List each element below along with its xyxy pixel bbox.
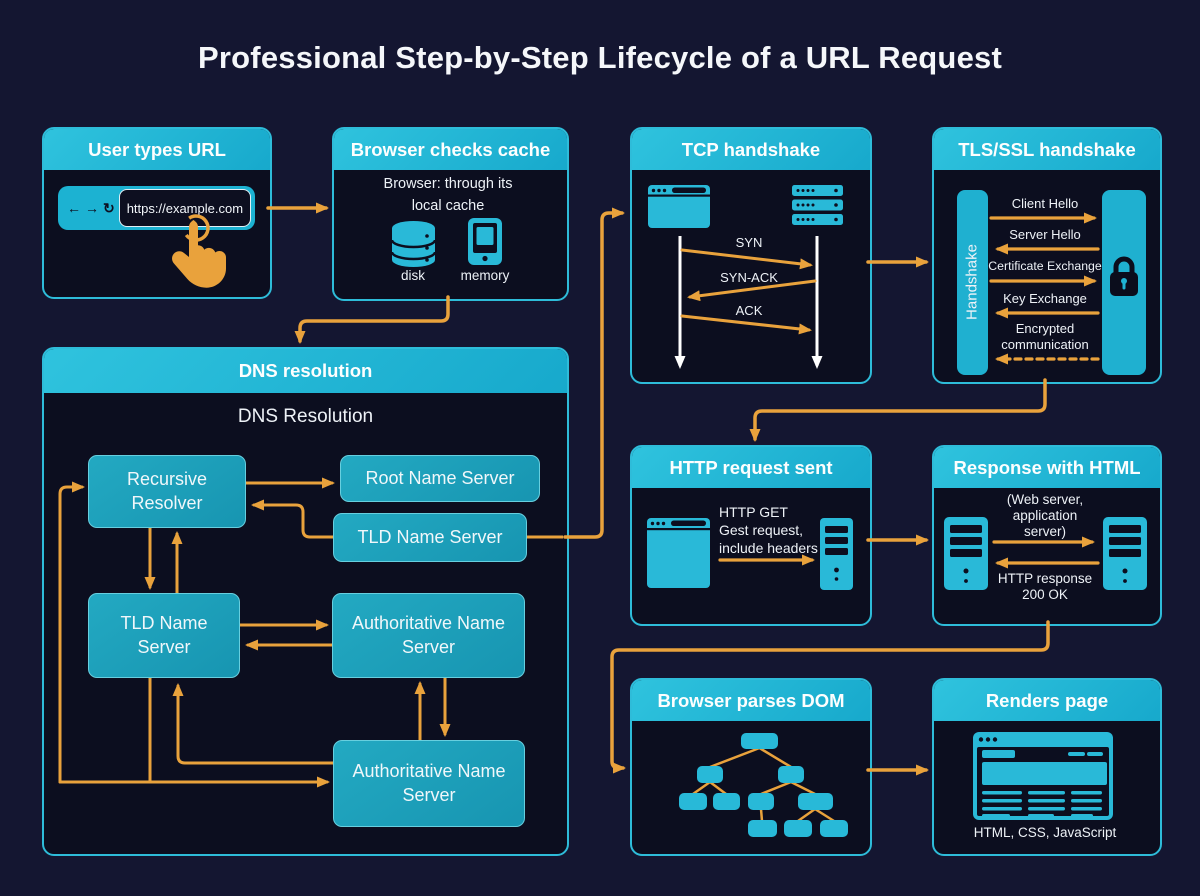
client-hello-label: Client Hello [1011, 196, 1079, 211]
http-get-line1: HTTP GET [719, 504, 788, 520]
server-handshake-bar [1102, 190, 1146, 375]
syn-ack-label: SYN-ACK [720, 270, 778, 285]
panel-header: HTTP request sent [632, 447, 870, 488]
key-exchange-label: Key Exchange [1003, 291, 1087, 306]
render-caption: HTML, CSS, JavaScript [973, 825, 1117, 840]
server-tower-icon-left [944, 517, 988, 590]
browser-window-icon [647, 518, 710, 588]
dom-tree-diagram [679, 733, 848, 837]
syn-arrow [680, 248, 813, 270]
panel-title: User types URL [88, 138, 226, 160]
panel-user-types-url: User types URL ← → ↻ https://example.com [42, 127, 272, 299]
certificate-exchange-label: Certificate Exchange [988, 259, 1102, 273]
panel-http-request-sent: HTTP request sent HTTP GET [630, 445, 872, 626]
panel-renders-page: Renders page HTML, CSS, JavaScript [932, 678, 1162, 856]
arrow-dns-to-tcp [563, 207, 625, 539]
dns-node-tld-name-server-left: TLD Name Server [88, 593, 240, 678]
dns-node-authoritative-top: Authoritative Name Server [332, 593, 525, 678]
panel-title: DNS resolution [238, 360, 373, 381]
url-input: https://example.com [118, 189, 251, 227]
server-note-line1: (Web server, [1006, 492, 1084, 507]
panel-title: Response with HTML [953, 456, 1141, 478]
panel-header: User types URL [44, 129, 270, 170]
dom-node-root [741, 733, 778, 749]
lock-icon [1110, 256, 1138, 296]
page-title: Professional Step-by-Step Lifecycle of a… [198, 40, 1002, 75]
panel-title: Renders page [985, 689, 1109, 711]
disk-database-icon [390, 221, 437, 267]
refresh-icon: ↻ [103, 199, 115, 216]
panel-browser-checks-cache: Browser checks cache Browser: through it… [332, 127, 569, 301]
cache-note-line2: local cache [411, 198, 485, 214]
tld-to-resolver-arrow [251, 499, 335, 539]
http-response-line2: 200 OK [1022, 587, 1068, 602]
arrow-tls-to-http [749, 378, 1047, 442]
panel-tcp-handshake: TCP handshake [630, 127, 872, 384]
dns-node-root-name-server: Root Name Server [340, 455, 540, 502]
dns-node-authoritative-bottom: Authoritative Name Server [333, 740, 525, 827]
panel-title: Browser parses DOM [657, 689, 845, 711]
server-hello-label: Server Hello [1009, 227, 1081, 242]
dom-node [713, 793, 740, 810]
server-tower-icon [820, 518, 853, 590]
http-response-line1: HTTP response [997, 571, 1093, 586]
back-icon: ← [67, 200, 81, 216]
http-get-line2: Gest request, [719, 522, 804, 538]
panel-title: Browser checks cache [350, 138, 551, 160]
server-note-line2: application [1012, 508, 1078, 523]
panel-header: Response with HTML [934, 447, 1160, 488]
panel-title: TLS/SSL handshake [958, 138, 1136, 160]
forward-icon: → [85, 200, 99, 216]
dns-subtitle: DNS Resolution [237, 406, 374, 427]
panel-header: Renders page [934, 680, 1160, 721]
panel-title: HTTP request sent [669, 456, 833, 478]
disk-label: disk [400, 268, 426, 283]
return-to-resolver-arrow [58, 481, 85, 784]
panel-header: DNS resolution [44, 349, 567, 393]
ack-arrow [680, 314, 812, 335]
memory-label: memory [460, 268, 510, 283]
panel-tls-handshake: TLS/SSL handshake Handshake Client Hell [932, 127, 1162, 384]
server-note-line3: server) [1023, 524, 1067, 539]
dom-node [778, 766, 804, 783]
dom-node [697, 766, 723, 783]
auth-return-to-tld-arrow [172, 683, 335, 765]
panel-header: Browser parses DOM [632, 680, 870, 721]
server-stack-icon [792, 185, 843, 225]
memory-icon [468, 218, 502, 265]
encrypted-label-line1: Encrypted [1015, 321, 1075, 336]
server-tower-icon-right [1103, 517, 1147, 590]
dom-node [679, 793, 707, 810]
arrow-cache-to-dns [294, 295, 450, 344]
dom-node [798, 793, 833, 810]
encrypted-label-line2: communication [1001, 337, 1089, 352]
dom-node [748, 793, 774, 810]
browser-window-icon [648, 185, 710, 228]
cache-note-line1: Browser: through its [383, 176, 513, 192]
panel-browser-parses-dom: Browser parses DOM [630, 678, 872, 856]
http-get-line3: include headers [719, 540, 818, 556]
panel-header: TCP handshake [632, 129, 870, 170]
dns-node-recursive-resolver: Recursive Resolver [88, 455, 246, 528]
browser-address-bar: ← → ↻ https://example.com [58, 186, 255, 230]
dom-node [820, 820, 848, 837]
dns-node-tld-name-server-right: TLD Name Server [333, 513, 527, 562]
panel-response-with-html: Response with HTML [932, 445, 1162, 626]
ack-label: ACK [735, 303, 763, 318]
panel-header: Browser checks cache [334, 129, 567, 170]
syn-label: SYN [735, 235, 763, 250]
handshake-side-label: Handshake [963, 244, 981, 320]
panel-header: TLS/SSL handshake [934, 129, 1160, 170]
panel-dns-resolution: DNS resolution DNS Resolution Recursive … [42, 347, 569, 856]
dom-node [748, 820, 777, 837]
dom-node [784, 820, 812, 837]
panel-title: TCP handshake [681, 138, 821, 160]
